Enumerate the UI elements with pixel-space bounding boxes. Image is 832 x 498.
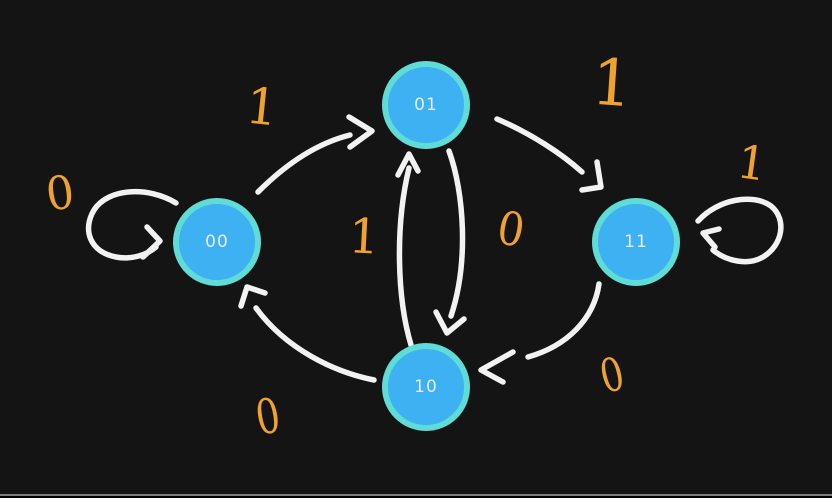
transition-label-00-to-01: 1 xyxy=(243,76,281,138)
edge-01-to-10 xyxy=(446,148,466,319)
edge-10-to-01 xyxy=(396,165,414,348)
arrowhead-01-to-11-icon xyxy=(579,159,604,193)
state-label-11: 11 xyxy=(624,232,648,252)
edge-01-to-11 xyxy=(494,116,585,175)
window-bottom-edge xyxy=(0,496,832,498)
state-label-10: 10 xyxy=(414,377,438,397)
arrowhead-11-self-icon xyxy=(700,226,722,250)
arrowhead-01-to-10-icon xyxy=(433,309,467,336)
state-node-11[interactable]: 11 xyxy=(592,198,680,286)
transition-label-10-to-01: 1 xyxy=(347,208,381,266)
edge-00-self xyxy=(85,189,179,261)
state-label-00: 00 xyxy=(205,232,229,252)
arrowhead-00-self-icon xyxy=(140,224,163,260)
arrowhead-10-to-00-icon xyxy=(238,284,268,309)
edge-11-to-10 xyxy=(525,281,602,360)
transition-label-01-to-11: 1 xyxy=(589,45,635,123)
edge-11-self xyxy=(695,196,784,265)
edge-10-to-00 xyxy=(253,305,377,383)
window-bottom-border xyxy=(0,494,832,496)
state-label-01: 01 xyxy=(414,95,438,115)
arrowhead-10-to-01-icon xyxy=(395,151,421,178)
state-node-01[interactable]: 01 xyxy=(382,61,470,149)
arrowhead-11-to-10-icon xyxy=(478,349,516,385)
arrowhead-00-to-01-icon xyxy=(346,114,375,150)
state-node-00[interactable]: 00 xyxy=(173,198,261,286)
edge-00-to-01 xyxy=(255,132,353,195)
state-node-10[interactable]: 10 xyxy=(382,343,470,431)
